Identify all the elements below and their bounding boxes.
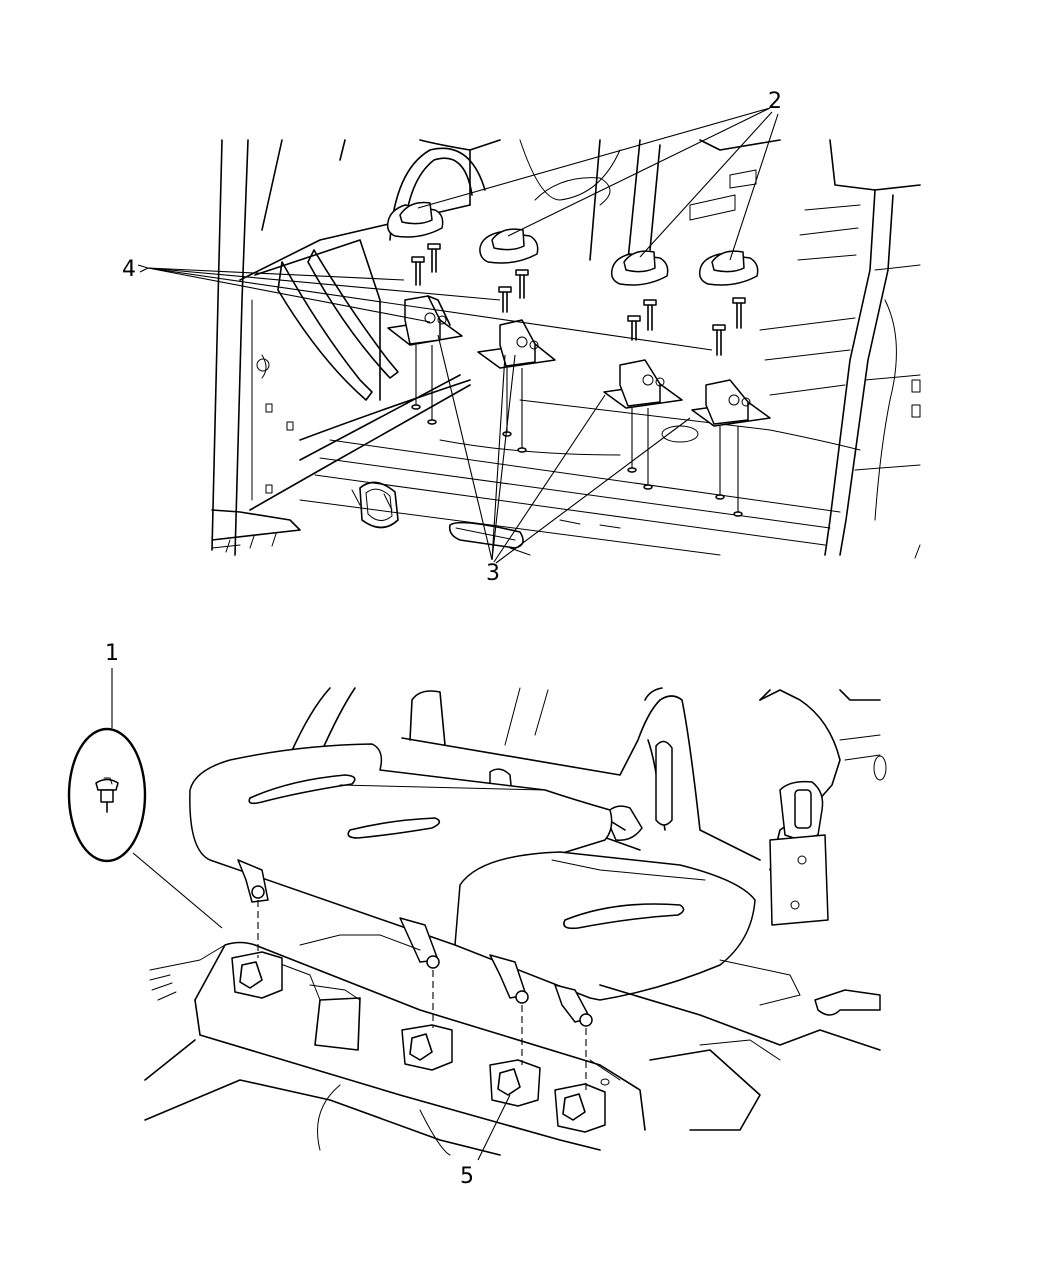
callout-3-label: 3	[486, 561, 500, 586]
callout-5-label: 5	[460, 1164, 474, 1189]
bolt-2	[427, 243, 441, 273]
seat-install-view	[67, 668, 887, 1161]
floor-anchor-3	[489, 1059, 541, 1107]
floor-anchor-2	[401, 1024, 453, 1071]
anchor-cover-1	[386, 201, 444, 238]
floor-anchor-view	[137, 107, 921, 564]
bracket-4	[691, 379, 771, 427]
floor-anchor-1	[231, 951, 283, 999]
callout-4-label: 4	[122, 257, 136, 282]
callout-1-label: 1	[105, 641, 119, 666]
bolt-4	[515, 269, 529, 299]
bolt-3	[498, 286, 512, 313]
bolt-1	[411, 256, 425, 286]
anchor-cover-4	[698, 250, 759, 286]
bolt-8	[732, 297, 746, 329]
anchor-cover-3	[610, 250, 669, 286]
clip-detail-callout	[67, 727, 147, 863]
floor-anchor-4	[554, 1083, 606, 1133]
callout-2-label: 2	[768, 89, 782, 114]
bracket-1	[387, 295, 463, 346]
bolt-5	[627, 315, 641, 341]
bolt-7	[712, 324, 726, 356]
bracket-3	[603, 359, 683, 409]
anchor-cover-2	[479, 228, 539, 264]
bolt-group	[411, 243, 746, 356]
bolt-6	[643, 299, 657, 331]
bracket-2	[477, 319, 556, 369]
